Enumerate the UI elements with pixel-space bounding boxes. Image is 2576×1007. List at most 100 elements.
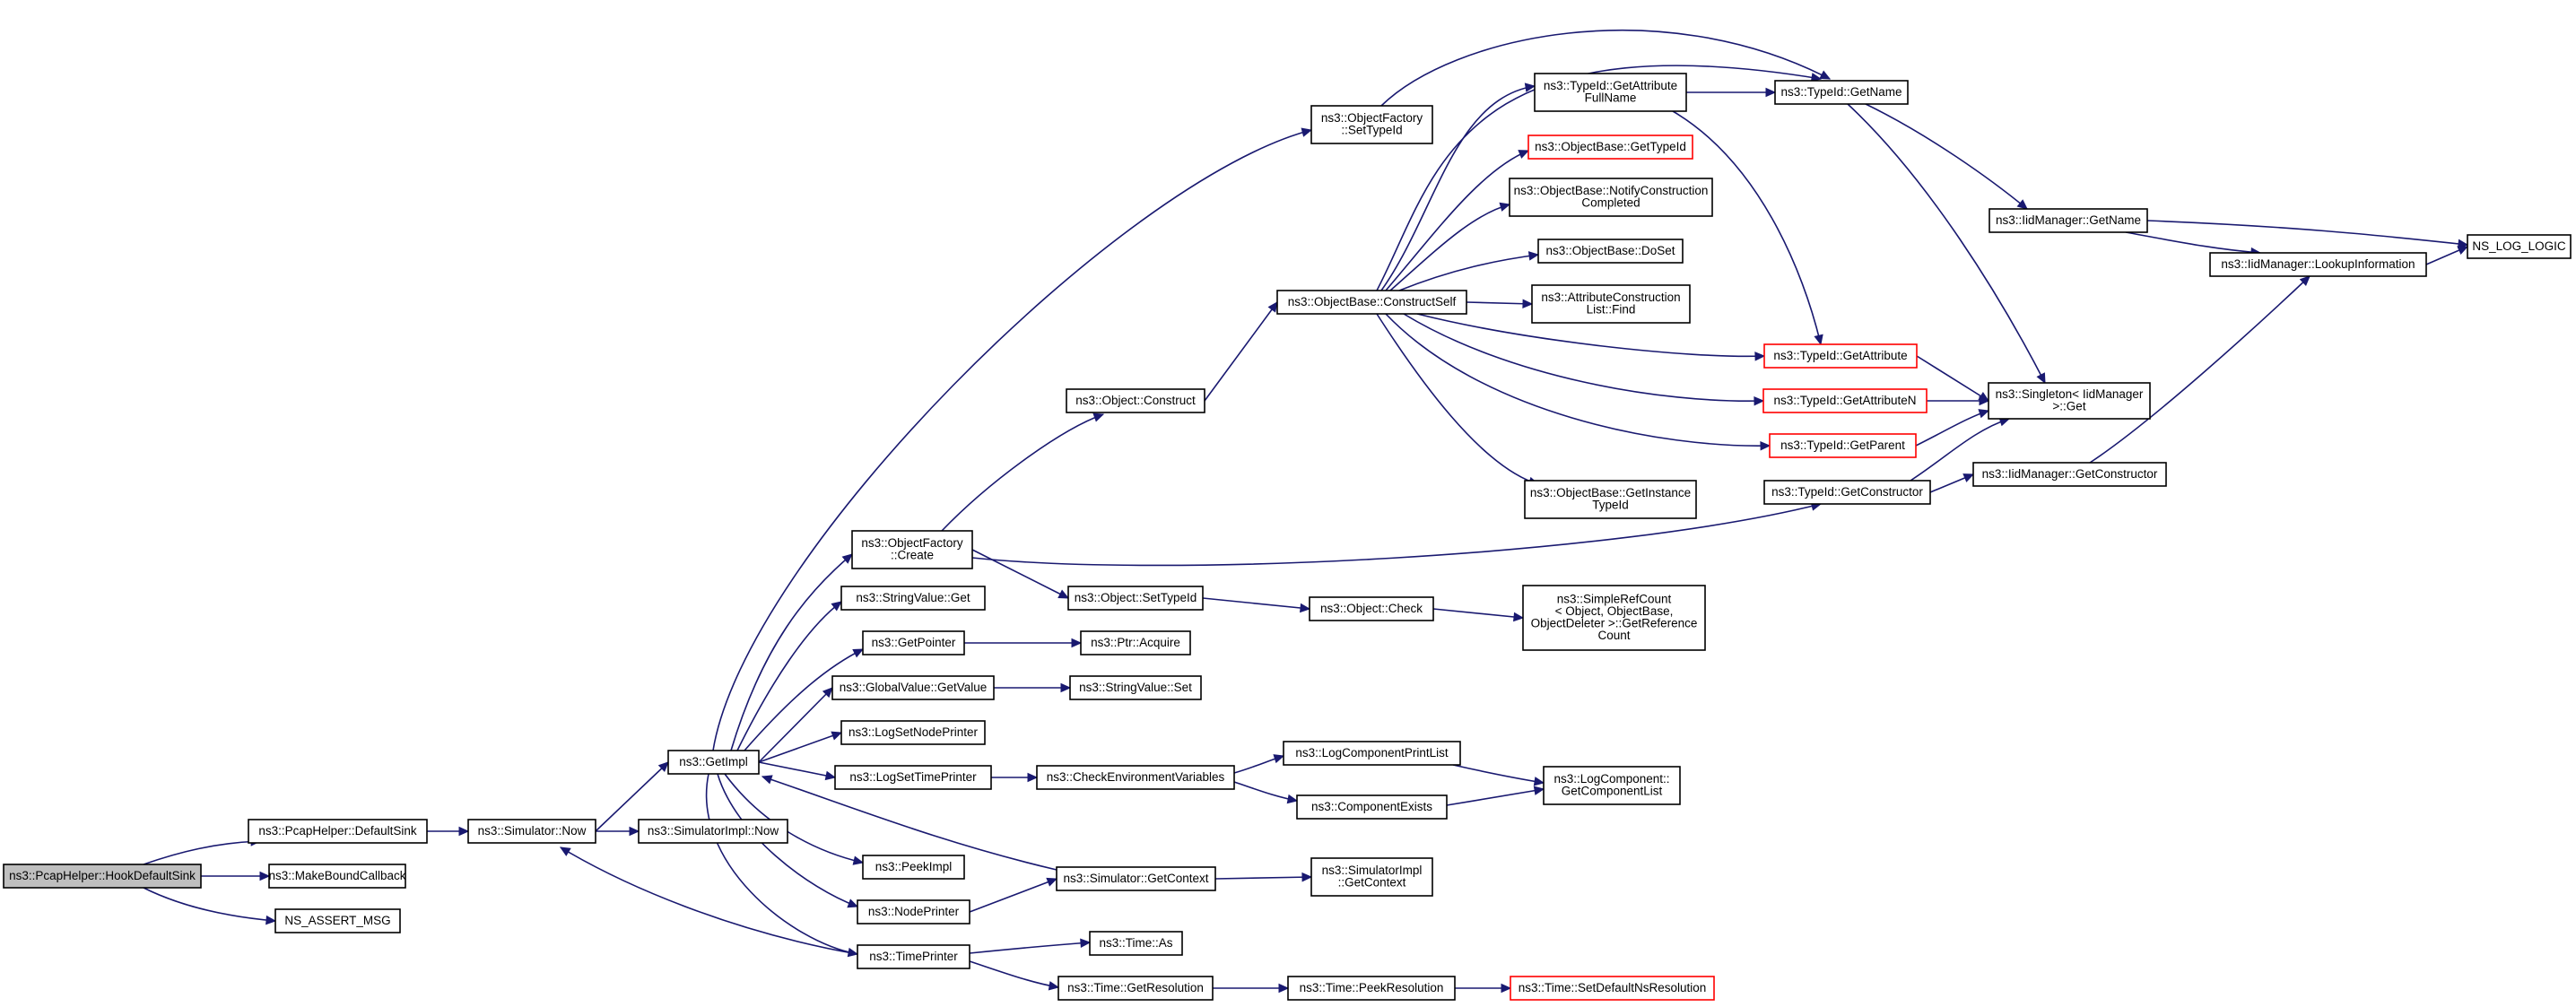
node-tidgetattr[interactable]: ns3::TypeId::GetAttribute: [1763, 343, 1918, 369]
node-timesetdefault[interactable]: ns3::Time::SetDefaultNsResolution: [1510, 976, 1715, 1001]
node-label: ns3::LogComponentPrintList: [1295, 746, 1449, 760]
edge-arrowhead: [852, 855, 865, 865]
node-label: ns3::Singleton< IidManager: [1996, 387, 2144, 401]
node-label: FullName: [1585, 91, 1637, 105]
edge-arrowhead: [1046, 877, 1058, 887]
edge-timeprinter-to-simnow: [559, 846, 858, 955]
edge-arrowhead: [1092, 412, 1105, 422]
edge-line: [971, 503, 1822, 567]
node-gvgetvalue[interactable]: ns3::GlobalValue::GetValue: [831, 675, 995, 700]
node-nslog[interactable]: NS_LOG_LOGIC: [2467, 234, 2572, 259]
node-box: [1762, 388, 1928, 413]
edge-line: [1202, 597, 1310, 610]
edge-line: [730, 553, 853, 751]
node-iidgetconstructor[interactable]: ns3::IidManager::GetConstructor: [1972, 462, 2167, 487]
node-obconstructself[interactable]: ns3::ObjectBase::ConstructSelf: [1276, 290, 1467, 315]
node-obdoset[interactable]: ns3::ObjectBase::DoSet: [1537, 239, 1684, 264]
node-obnotify[interactable]: ns3::ObjectBase::NotifyConstructionCompl…: [1509, 178, 1713, 217]
node-logcompprintlist[interactable]: ns3::LogComponentPrintList: [1283, 741, 1461, 766]
edge-line: [143, 840, 261, 865]
node-timeprinter[interactable]: ns3::TimePrinter: [857, 944, 970, 969]
edge-getimpl-to-nodeprinter: [717, 773, 859, 908]
node-ofcreate[interactable]: ns3::ObjectFactory::Create: [851, 530, 973, 569]
node-label: ns3::LogSetTimePrinter: [849, 770, 977, 784]
node-logsettime[interactable]: ns3::LogSetTimePrinter: [834, 765, 992, 790]
node-nodeprinter[interactable]: ns3::NodePrinter: [857, 899, 970, 925]
node-iidlookup[interactable]: ns3::IidManager::LookupInformation: [2209, 252, 2427, 277]
node-box: [1769, 433, 1917, 458]
edge-line: [1403, 313, 1764, 403]
edge-tidgetname-to-singletonget: [1847, 103, 2046, 385]
node-defaultsink[interactable]: ns3::PcapHelper::DefaultSink: [248, 819, 428, 844]
node-tidgetname[interactable]: ns3::TypeId::GetName: [1774, 80, 1909, 105]
node-stringvalueget[interactable]: ns3::StringValue::Get: [840, 586, 986, 611]
node-label: ns3::GlobalValue::GetValue: [840, 681, 988, 694]
node-box: [1524, 480, 1697, 519]
edge-arrowhead: [2299, 275, 2311, 287]
node-label: ::Create: [891, 549, 934, 562]
edge-line: [1432, 608, 1524, 619]
node-objconstruct[interactable]: ns3::Object::Construct: [1066, 388, 1205, 413]
node-checkenv[interactable]: ns3::CheckEnvironmentVariables: [1036, 765, 1235, 790]
node-singletonget[interactable]: ns3::Singleton< IidManager >::Get: [1988, 382, 2151, 420]
edge-arrowhead: [1278, 983, 1290, 994]
node-box: [3, 864, 202, 889]
node-label: ns3::ObjectFactory: [861, 536, 963, 550]
node-makebound[interactable]: ns3::MakeBoundCallback: [268, 864, 406, 889]
edge-line: [758, 687, 833, 763]
node-peekimpl[interactable]: ns3::PeekImpl: [862, 855, 965, 880]
node-iidgetname[interactable]: ns3::IidManager::GetName: [1989, 208, 2148, 233]
node-timeas[interactable]: ns3::Time::As: [1089, 931, 1183, 956]
node-label: ns3::Time::SetDefaultNsResolution: [1519, 981, 1707, 994]
node-label: ns3::Object::Check: [1320, 602, 1423, 615]
edge-hook-to-defaultsink: [143, 837, 262, 865]
edge-timeprinter-to-timegetres: [969, 960, 1060, 991]
node-label: >::Get: [2052, 400, 2085, 413]
node-simimplgetcontext[interactable]: ns3::SimulatorImpl::GetContext: [1310, 857, 1433, 897]
node-box: [1069, 675, 1202, 700]
node-nsassert[interactable]: NS_ASSERT_MSG: [274, 908, 401, 933]
node-simplerefcount[interactable]: ns3::SimpleRefCount< Object, ObjectBase,…: [1522, 585, 1706, 651]
node-simgetcontext[interactable]: ns3::Simulator::GetContext: [1056, 866, 1216, 891]
edge-line: [2146, 220, 2468, 246]
node-ofsettypeid[interactable]: ns3::ObjectFactory::SetTypeId: [1310, 105, 1433, 144]
node-logsetnode[interactable]: ns3::LogSetNodePrinter: [840, 720, 986, 745]
node-getpointer[interactable]: ns3::GetPointer: [862, 630, 965, 655]
edge-simgetcontext-to-getimpl: [761, 775, 1057, 871]
node-label: TypeId: [1592, 499, 1629, 512]
node-simnow[interactable]: ns3::Simulator::Now: [467, 819, 596, 844]
node-label: ns3::CheckEnvironmentVariables: [1047, 770, 1225, 784]
node-getimpl[interactable]: ns3::GetImpl: [667, 750, 760, 775]
edge-line: [1204, 301, 1278, 402]
node-tidgetconstructor[interactable]: ns3::TypeId::GetConstructor: [1763, 480, 1931, 505]
node-stringvalueset[interactable]: ns3::StringValue::Set: [1069, 675, 1202, 700]
node-tidgetparent[interactable]: ns3::TypeId::GetParent: [1769, 433, 1917, 458]
node-objcheck[interactable]: ns3::Object::Check: [1309, 596, 1434, 621]
edge-getimpl-to-gvgetvalue: [758, 687, 833, 763]
edge-line: [969, 878, 1057, 913]
edge-tidgetconstructor-to-iidgetconstructor: [1929, 473, 1975, 493]
edge-line: [1233, 781, 1298, 802]
edge-hook-to-nsassert: [143, 887, 277, 925]
node-logcompgetlist[interactable]: ns3::LogComponent::GetComponentList: [1543, 766, 1681, 805]
node-timepeekres[interactable]: ns3::Time::PeekResolution: [1287, 976, 1456, 1001]
edge-tidgetattrfull-to-tidgetattr: [1672, 110, 1823, 346]
edge-objsettypeid-to-objcheck: [1202, 597, 1311, 613]
node-label: ns3::TypeId::GetAttributeN: [1773, 394, 1916, 407]
node-compexists[interactable]: ns3::ComponentExists: [1296, 794, 1448, 820]
node-hook[interactable]: ns3::PcapHelper::HookDefaultSink: [3, 864, 202, 889]
edge-arrowhead: [657, 761, 669, 773]
node-label: NS_ASSERT_MSG: [284, 914, 390, 927]
node-label: ns3::Time::GetResolution: [1067, 981, 1204, 994]
edge-line: [595, 761, 669, 832]
node-timegetres[interactable]: ns3::Time::GetResolution: [1057, 976, 1214, 1001]
node-ptracquire[interactable]: ns3::Ptr::Acquire: [1080, 630, 1191, 655]
node-tidgetattrn[interactable]: ns3::TypeId::GetAttributeN: [1762, 388, 1928, 413]
node-obgettypeid[interactable]: ns3::ObjectBase::GetTypeId: [1527, 135, 1693, 160]
edge-arrowhead: [559, 846, 571, 856]
node-simimplnow[interactable]: ns3::SimulatorImpl::Now: [638, 819, 788, 844]
node-objsettypeid[interactable]: ns3::Object::SetTypeId: [1067, 586, 1204, 611]
